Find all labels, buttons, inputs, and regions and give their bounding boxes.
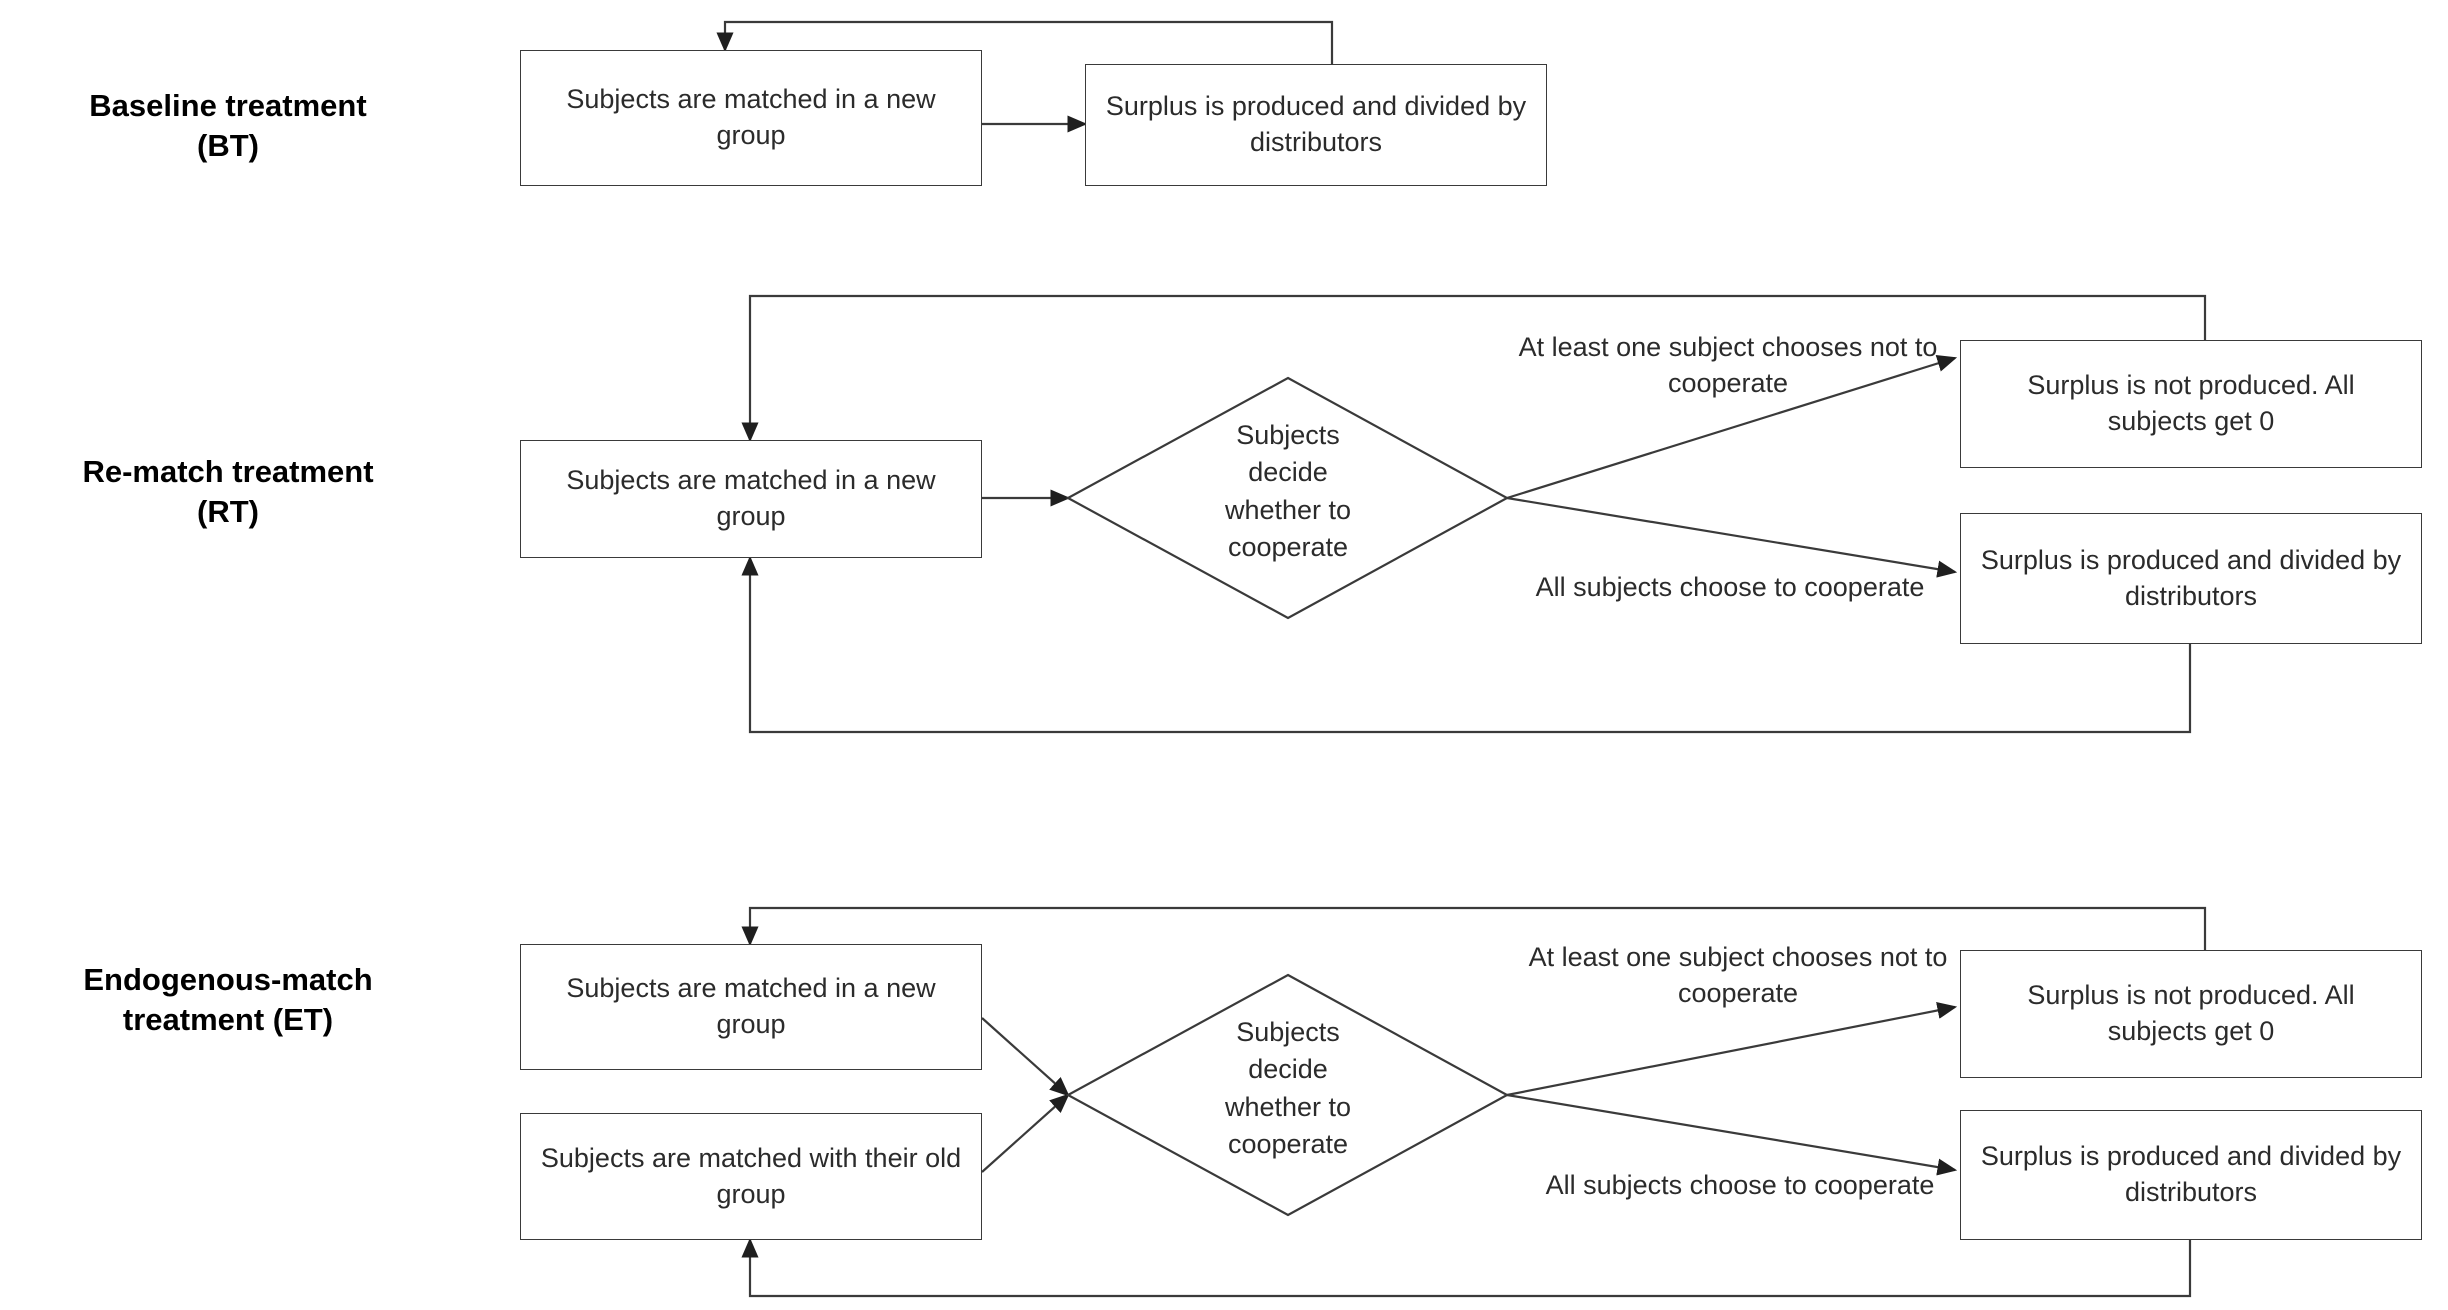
rt-edge-label-defect-text: At least one subject chooses not to coop… [1518,332,1938,398]
bt-node-match-new[interactable]: Subjects are matched in a new group [520,50,982,186]
et-bottom-feedback-loop [741,1237,2192,1298]
row-label-rt: Re-match treatment (RT) [8,452,448,533]
rt-edge-defect [1506,355,1958,500]
rt-node-surplus-produced-text: Surplus is produced and divided by distr… [1980,544,2402,611]
bt-feedback-loop [716,20,1334,64]
rt-node-surplus-produced[interactable]: Surplus is produced and divided by distr… [1960,513,2422,644]
et-edge-label-cooperate-text: All subjects choose to cooperate [1545,1170,1935,1200]
bt-node-surplus-produced-text: Surplus is produced and divided by distr… [1105,91,1527,157]
rt-edge-label-cooperate: All subjects choose to cooperate [1530,570,1930,606]
et-node-surplus-produced-text: Surplus is produced and divided by distr… [1980,1141,2402,1207]
et-node-surplus-not-produced-text: Surplus is not produced. All subjects ge… [2027,980,2355,1046]
rt-edge-label-defect: At least one subject chooses not to coop… [1513,330,1943,402]
bt-node-match-new-text: Subjects are matched in a new group [566,84,936,150]
row-label-et: Endogenous-match treatment (ET) [8,960,448,1041]
et-node-match-old[interactable]: Subjects are matched with their old grou… [520,1113,982,1240]
et-node-match-old-text: Subjects are matched with their old grou… [540,1142,962,1209]
rt-bottom-feedback-loop [741,555,2192,734]
et-node-match-new[interactable]: Subjects are matched in a new group [520,944,982,1070]
row-label-et-line1: Endogenous-match [83,962,373,997]
et-edge-matchnew-to-decision [981,1017,1070,1097]
rt-node-match-new-text: Subjects are matched in a new group [566,465,936,531]
row-label-bt-line1: Baseline treatment [89,88,367,123]
et-edge-label-defect: At least one subject chooses not to coop… [1523,940,1953,1012]
et-edge-matchold-to-decision [981,1093,1070,1173]
row-label-et-line2: treatment (ET) [122,1002,334,1038]
rt-edge-label-cooperate-text: All subjects choose to cooperate [1535,572,1925,602]
et-top-feedback-loop [741,906,2207,988]
row-label-rt-line2: (RT) [197,494,259,530]
rt-top-feedback-loop [741,294,2207,443]
et-edge-cooperate [1506,1093,1958,1176]
et-edge-label-cooperate: All subjects choose to cooperate [1540,1168,1940,1204]
row-label-rt-line1: Re-match treatment [82,454,374,489]
et-node-match-new-text: Subjects are matched in a new group [566,973,936,1039]
et-node-surplus-produced[interactable]: Surplus is produced and divided by distr… [1960,1110,2422,1240]
et-node-surplus-not-produced[interactable]: Surplus is not produced. All subjects ge… [1960,950,2422,1078]
rt-edge-cooperate [1506,496,1958,578]
row-label-bt-line2: (BT) [197,128,259,164]
et-edge-label-defect-text: At least one subject chooses not to coop… [1528,942,1948,1008]
bt-node-surplus-produced[interactable]: Surplus is produced and divided by distr… [1085,64,1547,186]
rt-node-surplus-not-produced-text: Surplus is not produced. All subjects ge… [2027,370,2355,436]
et-decision-diamond [1065,973,1510,1217]
rt-node-surplus-not-produced[interactable]: Surplus is not produced. All subjects ge… [1960,340,2422,468]
row-label-bt: Baseline treatment (BT) [8,86,448,167]
rt-decision-diamond [1065,376,1510,620]
rt-node-match-new[interactable]: Subjects are matched in a new group [520,440,982,558]
et-edge-defect [1506,1001,1958,1097]
